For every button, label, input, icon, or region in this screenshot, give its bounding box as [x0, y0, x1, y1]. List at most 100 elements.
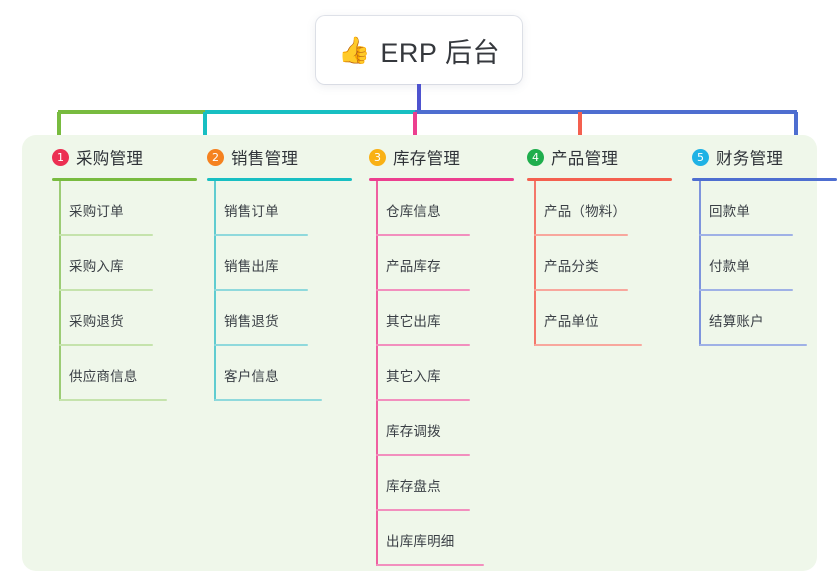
- column-5: 5 财务管理回款单付款单结算账户: [677, 135, 837, 346]
- column-badge-3: 3: [369, 148, 386, 166]
- item-label: 仓库信息: [386, 204, 441, 219]
- list-item[interactable]: 出库库明细: [354, 511, 514, 566]
- item-rule: [376, 289, 470, 291]
- list-item[interactable]: 产品库存: [354, 236, 514, 291]
- column-items-1: 采购订单采购入库采购退货供应商信息: [37, 181, 197, 401]
- item-rule: [214, 344, 308, 346]
- item-spine: [376, 346, 378, 401]
- list-item[interactable]: 库存盘点: [354, 456, 514, 511]
- list-item[interactable]: 采购入库: [37, 236, 197, 291]
- item-spine: [699, 291, 701, 346]
- item-rule: [214, 289, 308, 291]
- root-title-card[interactable]: 👍 ERP 后台: [316, 16, 522, 84]
- list-item[interactable]: 销售出库: [192, 236, 352, 291]
- item-label: 产品库存: [386, 259, 441, 274]
- item-label: 产品分类: [544, 259, 599, 274]
- column-header-3[interactable]: 3 库存管理: [354, 135, 514, 179]
- item-rule: [534, 344, 642, 346]
- list-item[interactable]: 回款单: [677, 181, 837, 236]
- item-spine: [376, 511, 378, 566]
- item-label: 产品单位: [544, 314, 599, 329]
- item-label: 销售退货: [224, 314, 279, 329]
- item-rule: [534, 289, 628, 291]
- column-badge-4: 4: [527, 148, 544, 166]
- item-rule: [214, 399, 322, 401]
- column-badge-2: 2: [207, 148, 224, 166]
- list-item[interactable]: 采购退货: [37, 291, 197, 346]
- list-item[interactable]: 供应商信息: [37, 346, 197, 401]
- item-spine: [376, 401, 378, 456]
- column-items-3: 仓库信息产品库存其它出库其它入库库存调拨库存盘点出库库明细: [354, 181, 514, 566]
- item-label: 回款单: [709, 204, 751, 219]
- item-label: 采购订单: [69, 204, 124, 219]
- column-title-4: 产品管理: [551, 150, 619, 168]
- list-item[interactable]: 库存调拨: [354, 401, 514, 456]
- item-label: 其它出库: [386, 314, 441, 329]
- list-item[interactable]: 采购订单: [37, 181, 197, 236]
- column-header-4[interactable]: 4 产品管理: [512, 135, 672, 179]
- item-rule: [376, 454, 470, 456]
- item-label: 采购入库: [69, 259, 124, 274]
- list-item[interactable]: 结算账户: [677, 291, 837, 346]
- item-label: 库存盘点: [386, 479, 441, 494]
- item-label: 库存调拨: [386, 424, 441, 439]
- column-items-4: 产品（物料） 产品分类产品单位: [512, 181, 672, 346]
- item-rule: [699, 344, 807, 346]
- item-label: 结算账户: [709, 314, 764, 329]
- column-4: 4 产品管理产品（物料） 产品分类产品单位: [512, 135, 672, 346]
- item-rule: [699, 289, 793, 291]
- item-spine: [534, 181, 536, 236]
- column-header-5[interactable]: 5 财务管理: [677, 135, 837, 179]
- column-title-3: 库存管理: [393, 150, 461, 168]
- column-header-rule-1: [52, 178, 197, 181]
- item-rule: [59, 399, 167, 401]
- list-item[interactable]: 其它入库: [354, 346, 514, 401]
- item-rule: [699, 234, 793, 236]
- list-item[interactable]: 产品（物料）: [512, 181, 672, 236]
- item-label: 产品（物料）: [544, 204, 627, 219]
- item-spine: [59, 181, 61, 236]
- item-rule: [376, 344, 470, 346]
- column-header-rule-3: [369, 178, 514, 181]
- item-rule: [59, 234, 153, 236]
- item-spine: [59, 346, 61, 401]
- item-rule: [534, 234, 628, 236]
- item-spine: [376, 291, 378, 346]
- item-spine: [534, 291, 536, 346]
- item-spine: [376, 236, 378, 291]
- list-item[interactable]: 客户信息: [192, 346, 352, 401]
- column-badge-5: 5: [692, 148, 709, 166]
- list-item[interactable]: 销售退货: [192, 291, 352, 346]
- item-rule: [376, 564, 484, 566]
- column-header-rule-2: [207, 178, 352, 181]
- item-label: 供应商信息: [69, 369, 138, 384]
- column-title-5: 财务管理: [716, 150, 784, 168]
- item-spine: [534, 236, 536, 291]
- item-rule: [376, 399, 470, 401]
- list-item[interactable]: 产品单位: [512, 291, 672, 346]
- item-spine: [376, 456, 378, 511]
- list-item[interactable]: 销售订单: [192, 181, 352, 236]
- list-item[interactable]: 仓库信息: [354, 181, 514, 236]
- thumbs-up-icon: 👍: [338, 35, 371, 65]
- list-item[interactable]: 产品分类: [512, 236, 672, 291]
- list-item[interactable]: 付款单: [677, 236, 837, 291]
- column-items-2: 销售订单销售出库销售退货客户信息: [192, 181, 352, 401]
- diagram-panel: [22, 135, 817, 571]
- column-title-1: 采购管理: [76, 150, 144, 168]
- column-header-rule-5: [692, 178, 837, 181]
- item-label: 销售出库: [224, 259, 279, 274]
- item-spine: [376, 181, 378, 236]
- item-spine: [214, 236, 216, 291]
- column-items-5: 回款单付款单结算账户: [677, 181, 837, 346]
- item-spine: [699, 181, 701, 236]
- item-label: 客户信息: [224, 369, 279, 384]
- item-rule: [376, 234, 470, 236]
- list-item[interactable]: 其它出库: [354, 291, 514, 346]
- item-spine: [59, 291, 61, 346]
